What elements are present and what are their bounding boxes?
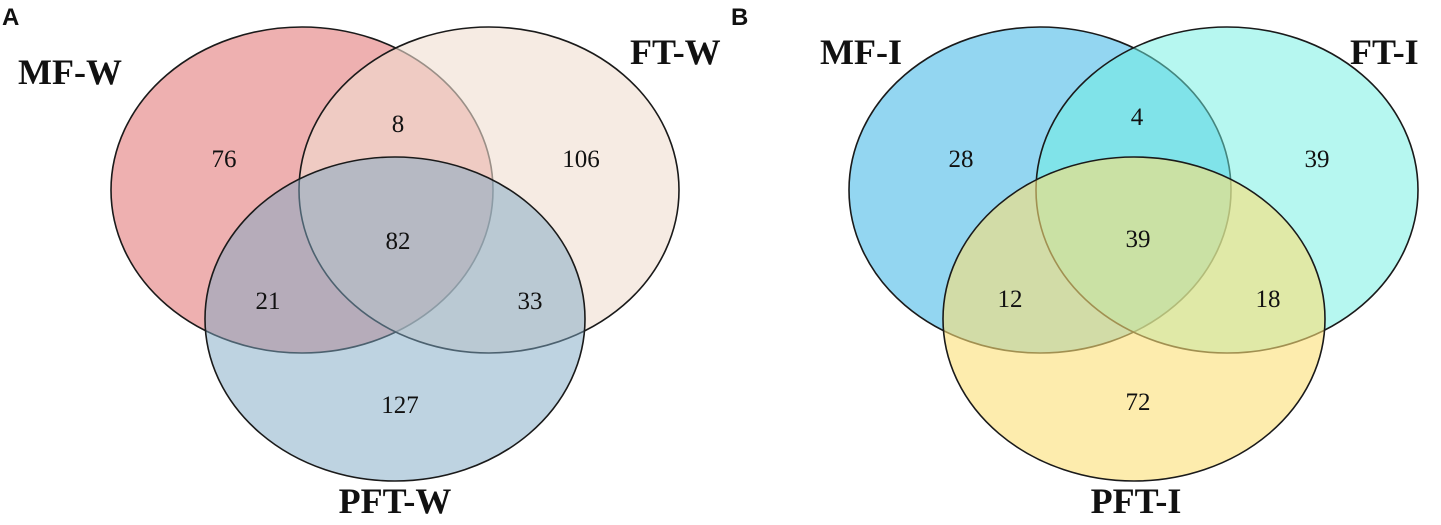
count-ft-w-only: 106 (562, 146, 600, 173)
set-label-mf-w: MF-W (18, 52, 122, 92)
venn-panel-b: B MF-I FT-I PFT-I 28 4 39 39 12 18 72 (731, 4, 1419, 521)
count-mf-i-ft-i: 4 (1131, 104, 1144, 131)
venn-circle-pft-i (942, 156, 1326, 482)
count-mf-w-ft-w: 8 (392, 111, 405, 138)
count-ft-i-pft-i: 18 (1256, 286, 1281, 313)
count-mf-w-only: 76 (212, 146, 237, 173)
count-ft-i-only: 39 (1305, 146, 1330, 173)
count-mf-i-pft-i: 12 (998, 286, 1023, 313)
count-mf-w-pft-w: 21 (256, 288, 281, 315)
panel-letter-b: B (731, 4, 748, 31)
venn-panel-a: A MF-W FT-W PFT-W 76 8 106 82 21 33 127 (2, 4, 721, 521)
count-pft-w-only: 127 (381, 392, 419, 419)
panel-letter-a: A (2, 4, 19, 31)
set-label-pft-w: PFT-W (339, 481, 452, 520)
count-all-w: 82 (386, 228, 411, 255)
venn-circle-pft-w (204, 156, 586, 482)
set-label-mf-i: MF-I (820, 32, 902, 72)
set-label-ft-w: FT-W (630, 32, 721, 72)
count-ft-w-pft-w: 33 (518, 288, 543, 315)
set-label-ft-i: FT-I (1350, 32, 1419, 72)
count-mf-i-only: 28 (949, 146, 974, 173)
count-all-i: 39 (1126, 226, 1151, 253)
set-label-pft-i: PFT-I (1091, 481, 1182, 520)
count-pft-i-only: 72 (1126, 389, 1151, 416)
